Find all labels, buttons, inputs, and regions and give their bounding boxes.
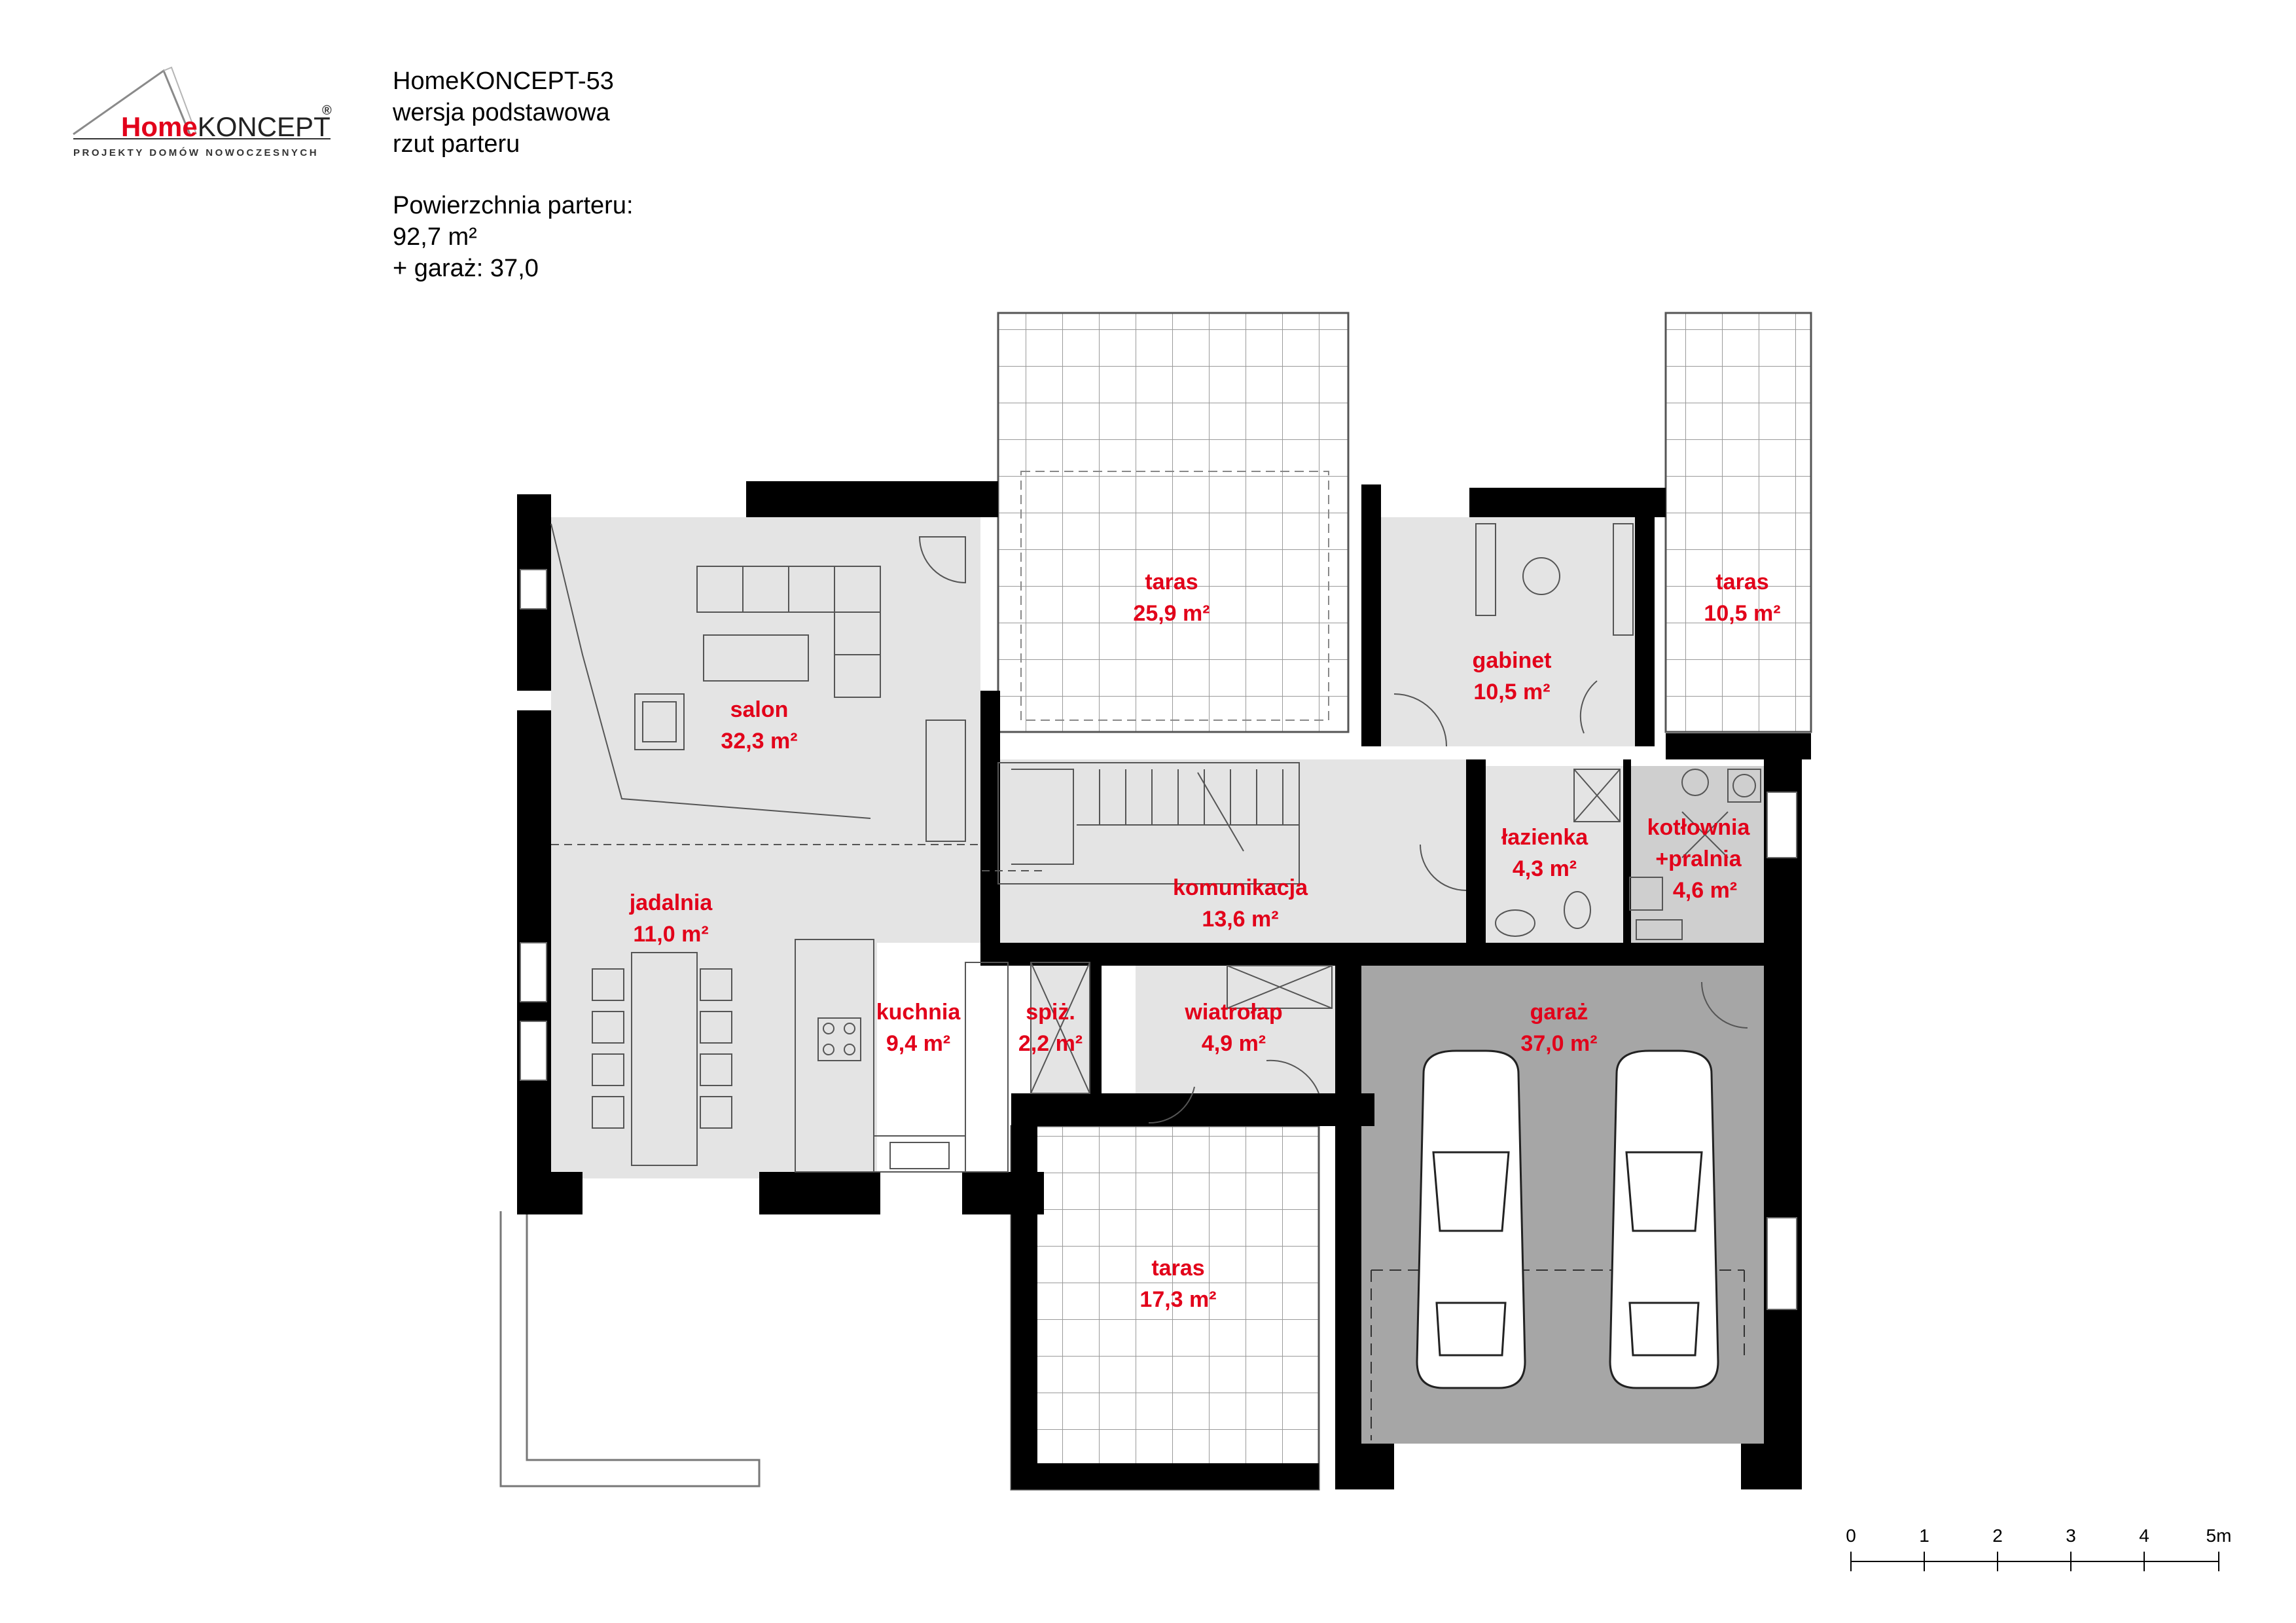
svg-text:salon: salon (730, 697, 789, 722)
floor-gabinet (1381, 517, 1638, 746)
windows (520, 569, 1797, 1310)
svg-text:garaż: garaż (1530, 1000, 1588, 1025)
room-label-kotlownia: kotłownia +pralnia 4,6 m² (1647, 815, 1751, 903)
svg-text:2,2 m²: 2,2 m² (1018, 1031, 1083, 1056)
svg-text:13,6 m²: 13,6 m² (1202, 907, 1278, 932)
floor-komunikacja (980, 759, 1478, 943)
garage-area-value: + garaż: 37,0 (393, 255, 539, 282)
floor-area-value: 92,7 m² (393, 223, 477, 251)
room-label-wiatrolap: wiatrołap 4,9 m² (1184, 1000, 1282, 1056)
svg-text:łazienka: łazienka (1501, 825, 1588, 850)
svg-text:32,3 m²: 32,3 m² (721, 729, 797, 754)
svg-text:9,4 m²: 9,4 m² (886, 1031, 950, 1056)
svg-text:4,9 m²: 4,9 m² (1202, 1031, 1266, 1056)
terrace-north (997, 312, 1350, 733)
registered-mark: ® (322, 103, 332, 118)
svg-text:spiż.: spiż. (1026, 1000, 1075, 1025)
scale-tick-label: 5m (2206, 1525, 2232, 1546)
interior-lines (550, 523, 1761, 1440)
terrace-northeast (1664, 312, 1812, 733)
project-name: HomeKONCEPT-53 (393, 67, 614, 95)
room-label-spizarnia: spiż. 2,2 m² (1018, 1000, 1083, 1056)
room-label-taras-northeast: taras 10,5 m² (1704, 570, 1780, 626)
floor-wiatrolap (1136, 962, 1338, 1093)
garage-cars (1416, 1049, 1719, 1389)
svg-text:wiatrołap: wiatrołap (1184, 1000, 1282, 1025)
room-label-garaz: garaż 37,0 m² (1520, 1000, 1597, 1056)
svg-text:taras: taras (1151, 1256, 1204, 1281)
svg-text:4,6 m²: 4,6 m² (1673, 878, 1737, 903)
svg-text:37,0 m²: 37,0 m² (1520, 1031, 1597, 1056)
svg-text:kuchnia: kuchnia (876, 1000, 961, 1025)
logo-tagline: PROJEKTY DOMÓW NOWOCZESNYCH (73, 147, 319, 158)
svg-text:kotłownia: kotłownia (1647, 815, 1751, 840)
svg-text:+pralnia: +pralnia (1655, 847, 1742, 871)
scale-tick-label: 2 (1992, 1525, 2003, 1546)
room-label-komunikacja: komunikacja 13,6 m² (1173, 875, 1308, 932)
svg-text:10,5 m²: 10,5 m² (1473, 680, 1550, 704)
svg-text:gabinet: gabinet (1473, 648, 1552, 673)
svg-text:taras: taras (1145, 570, 1198, 594)
svg-text:17,3 m²: 17,3 m² (1139, 1287, 1216, 1312)
room-label-lazienka: łazienka 4,3 m² (1501, 825, 1588, 881)
svg-text:11,0 m²: 11,0 m² (633, 922, 708, 947)
floor-salon-jadalnia (551, 517, 980, 1178)
project-version: wersja podstawowa (392, 99, 610, 126)
svg-text:4,3 m²: 4,3 m² (1513, 856, 1577, 881)
scale-tick-label: 3 (2066, 1525, 2076, 1546)
svg-text:taras: taras (1715, 570, 1768, 594)
room-label-taras-north: taras 25,9 m² (1133, 570, 1210, 626)
room-label-salon: salon 32,3 m² (721, 697, 797, 754)
scale-tick-label: 0 (1846, 1525, 1856, 1546)
room-label-kuchnia: kuchnia 9,4 m² (876, 1000, 961, 1056)
floor-area-label: Powierzchnia parteru: (393, 192, 634, 219)
floor-lazienka (1486, 766, 1623, 943)
svg-text:25,9 m²: 25,9 m² (1133, 601, 1210, 626)
scale-tick-label: 1 (1919, 1525, 1929, 1546)
room-label-taras-south: taras 17,3 m² (1139, 1256, 1216, 1312)
paving-outline (499, 1211, 761, 1487)
room-label-jadalnia: jadalnia 11,0 m² (629, 890, 713, 947)
logo-home-text: HomeKONCEPT (121, 111, 331, 142)
plan-view-title: rzut parteru (393, 130, 520, 158)
scale-tick-label: 4 (2139, 1525, 2149, 1546)
svg-text:komunikacja: komunikacja (1173, 875, 1308, 900)
svg-text:10,5 m²: 10,5 m² (1704, 601, 1780, 626)
company-logo: HomeKONCEPT ® PROJEKTY DOMÓW NOWOCZESNYC… (73, 66, 332, 158)
room-label-gabinet: gabinet 10,5 m² (1473, 648, 1552, 704)
scale-bar: 0 1 2 3 4 5m (1846, 1525, 2231, 1571)
svg-text:jadalnia: jadalnia (629, 890, 713, 915)
